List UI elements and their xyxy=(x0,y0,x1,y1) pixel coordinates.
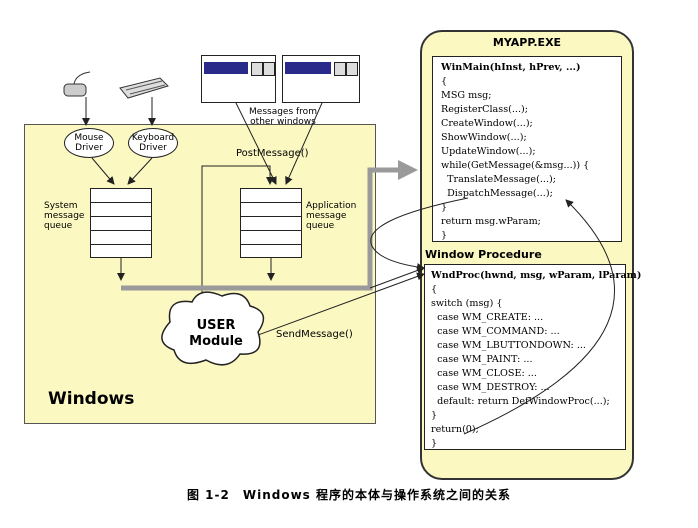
winmain-code-line: ShowWindow(...); xyxy=(441,132,527,143)
wndproc-code-line: case WM_DESTROY: ... xyxy=(431,382,550,393)
winmain-code-line: } xyxy=(441,230,448,241)
post-message-label: PostMessage() xyxy=(236,148,309,159)
wndproc-code-line: return(0); xyxy=(431,424,479,435)
wndproc-code-line: case WM_PAINT: ... xyxy=(431,354,533,365)
send-message-label: SendMessage() xyxy=(276,329,353,340)
messages-from-other-label: Messages from other windows xyxy=(249,107,317,127)
keyboard-driver-to-queue-arrow xyxy=(127,157,153,185)
other-window-screen-2 xyxy=(282,55,360,103)
winmain-code-line: return msg.wParam; xyxy=(441,216,541,227)
mouse-driver-node: Mouse Driver xyxy=(64,128,114,158)
dispatch-curve-arrow xyxy=(370,197,469,272)
wndproc-code-line: case WM_COMMAND: ... xyxy=(431,326,560,337)
winmain-code: WinMain(hInst, hPrev, ...) { MSG msg; Regis… xyxy=(441,61,621,243)
system-message-queue xyxy=(90,188,152,258)
user-module-label: USER Module xyxy=(189,318,243,349)
windows-label: Windows xyxy=(48,389,135,409)
winmain-code-line: UpdateWindow(...); xyxy=(441,146,536,157)
wndproc-code: WndProc(hwnd, msg, wParam, lParam) { switc… xyxy=(431,269,642,451)
queue-bus-line xyxy=(121,167,400,291)
winmain-code-line: DispatchMessage(...); xyxy=(441,188,553,199)
winmain-code-line: WinMain(hInst, hPrev, ...) xyxy=(441,62,581,73)
wndproc-code-line: case WM_CLOSE: ... xyxy=(431,368,537,379)
wndproc-code-line: case WM_CREATE: ... xyxy=(431,312,544,323)
wndproc-code-line: default: return DefWindowProc(...); xyxy=(431,396,610,407)
application-queue-label: Application message queue xyxy=(306,201,357,231)
send-message-arrow xyxy=(249,272,425,339)
mouse-driver-label: Mouse Driver xyxy=(74,133,104,153)
wndproc-code-line: WndProc(hwnd, msg, wParam, lParam) xyxy=(431,270,642,281)
windows-box xyxy=(24,124,376,424)
myapp-title: MYAPP.EXE xyxy=(492,36,562,49)
wndproc-code-line: } xyxy=(431,438,438,449)
keyboard-driver-label: Keyboard Driver xyxy=(131,133,175,153)
mouse-icon xyxy=(63,71,91,97)
keyboard-icon xyxy=(119,77,169,99)
winmain-code-line: CreateWindow(...); xyxy=(441,118,533,129)
winmain-code-line: RegisterClass(...); xyxy=(441,104,528,115)
wndproc-code-line: case WM_LBUTTONDOWN: ... xyxy=(431,340,586,351)
wndproc-code-box: WndProc(hwnd, msg, wParam, lParam) { switc… xyxy=(424,264,642,451)
wndproc-code-line: switch (msg) { xyxy=(431,298,503,309)
keyboard-driver-node: Keyboard Driver xyxy=(128,128,178,158)
winmain-code-line: TranslateMessage(...); xyxy=(441,174,556,185)
return-curve-arrow xyxy=(463,199,615,435)
other-window2-to-queue-arrow xyxy=(285,102,323,185)
input-devices-icons xyxy=(63,71,169,99)
window-procedure-title: Window Procedure xyxy=(425,248,542,261)
other-window-screen-1 xyxy=(201,55,276,103)
winmain-code-box: WinMain(hInst, hPrev, ...) { MSG msg; Regis… xyxy=(432,56,622,242)
application-message-queue xyxy=(240,188,302,258)
winmain-code-line: { xyxy=(441,76,448,87)
winmain-code-line: } xyxy=(441,202,448,213)
other-window1-to-queue-arrow xyxy=(235,102,277,185)
wndproc-code-line: } xyxy=(431,410,438,421)
bus-arrow-head xyxy=(398,160,418,180)
post-message-arrow xyxy=(201,165,274,320)
user-module-cloud xyxy=(161,291,265,366)
mouse-driver-to-queue-arrow xyxy=(91,157,115,185)
winmain-code-line: while(GetMessage(&msg...)) { xyxy=(441,160,590,171)
figure-caption: 图 1-2 Windows 程序的本体与操作系统之间的关系 xyxy=(187,488,511,502)
wndproc-code-line: { xyxy=(431,284,438,295)
system-queue-label: System message queue xyxy=(44,201,85,231)
bus-to-wndproc-arrow xyxy=(369,266,425,289)
winmain-code-line: MSG msg; xyxy=(441,90,492,101)
